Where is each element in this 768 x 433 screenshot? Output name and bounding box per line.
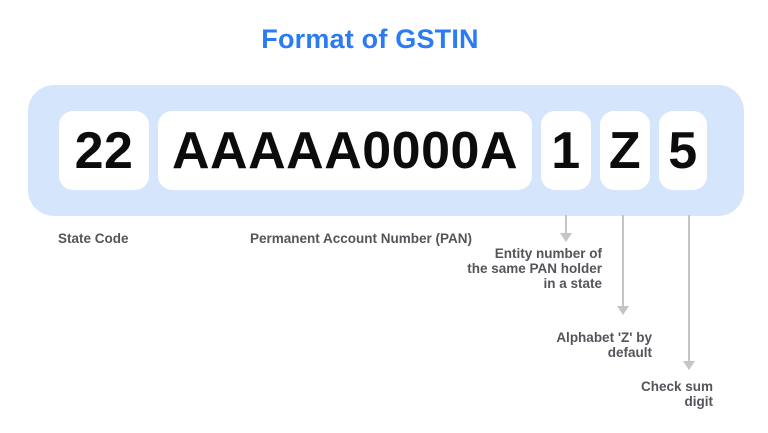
pan-label: Permanent Account Number (PAN) [250, 231, 473, 246]
arrowhead-icon [617, 306, 629, 315]
down-arrow-icon [683, 215, 695, 370]
page-title: Format of GSTIN [261, 24, 479, 54]
check-sum-label: Check sum digit [640, 379, 713, 409]
arrowhead-icon [683, 361, 695, 370]
arrowhead-icon [560, 233, 572, 242]
arrow-shaft [622, 215, 624, 307]
arrow-shaft [688, 215, 690, 362]
alphabet-z-label: Alphabet 'Z' by default [556, 330, 652, 360]
gstin-segment-entity-number: 1 [541, 111, 591, 190]
arrow-shaft [565, 215, 567, 234]
gstin-segment-pan: AAAAA0000A [158, 111, 532, 190]
entity-number-label: Entity number of the same PAN holder in … [467, 246, 602, 291]
down-arrow-icon [560, 215, 572, 242]
gstin-segment-default-z: Z [600, 111, 650, 190]
gstin-format-panel: 22 AAAAA0000A 1 Z 5 [28, 85, 744, 216]
gstin-segment-state-code: 22 [59, 111, 149, 190]
gstin-segment-check-digit: 5 [659, 111, 707, 190]
down-arrow-icon [617, 215, 629, 315]
state-code-label: State Code [58, 231, 129, 246]
